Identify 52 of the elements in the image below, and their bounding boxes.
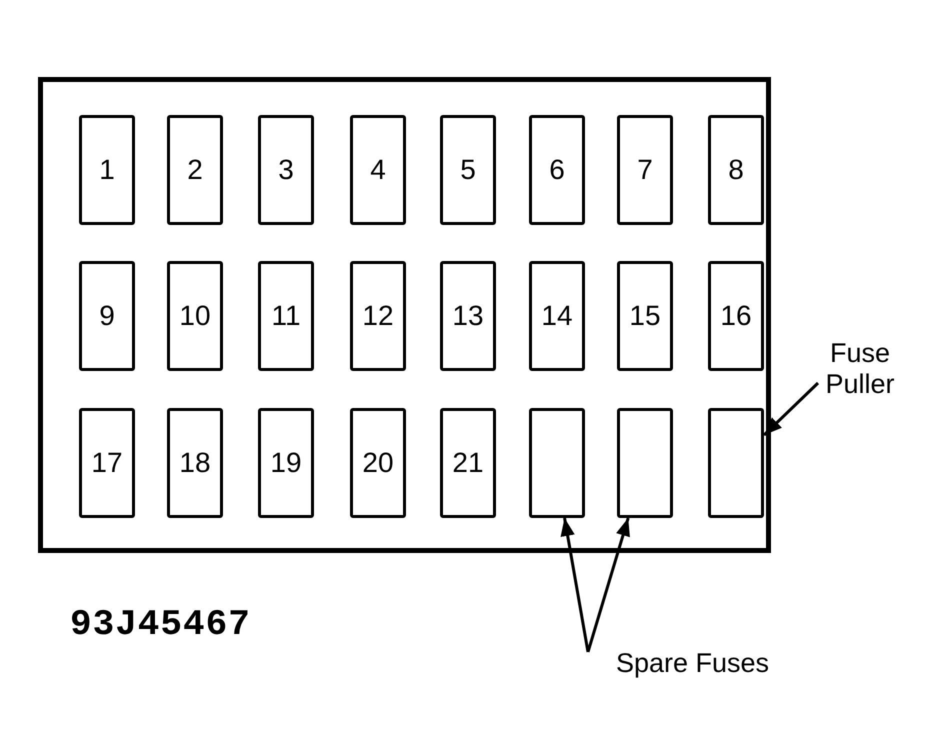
leader-arrow (762, 382, 820, 436)
spare-fuse (708, 408, 764, 518)
fuse (617, 115, 673, 225)
callout-label: Fuse Puller (824, 338, 896, 400)
fuse-number: 7 (637, 156, 653, 184)
leader-arrow (586, 518, 630, 652)
fuse-number: 14 (541, 302, 573, 330)
fuse-number: 8 (728, 156, 744, 184)
leader-arrow (560, 518, 590, 652)
fuse (258, 115, 314, 225)
fuse-panel (38, 77, 771, 553)
fuse-number: 5 (460, 156, 476, 184)
fuse-number: 11 (271, 302, 301, 330)
figure-code: 93J45467 (70, 604, 251, 645)
fuse (440, 115, 496, 225)
fuse-number: 19 (270, 449, 302, 477)
fuse-number: 18 (179, 449, 211, 477)
fuse (350, 115, 406, 225)
fuse (529, 115, 585, 225)
fuse-number: 21 (452, 449, 484, 477)
fuse (79, 408, 135, 518)
fuse (440, 408, 496, 518)
fuse (529, 261, 585, 371)
fuse-number: 6 (549, 156, 565, 184)
fuse (79, 261, 135, 371)
spare-fuse (617, 408, 673, 518)
fuse-number: 3 (278, 156, 294, 184)
fuse-number: 1 (99, 156, 115, 184)
fuse (440, 261, 496, 371)
fuse (708, 261, 764, 371)
fuse-number: 20 (362, 449, 394, 477)
fuse (350, 408, 406, 518)
fuse (258, 408, 314, 518)
callout-label: Spare Fuses (616, 648, 770, 680)
fuse-number: 13 (452, 302, 484, 330)
fuse-number: 2 (187, 156, 203, 184)
fuse (350, 261, 406, 371)
fuse-number: 9 (99, 302, 115, 330)
fuse-number: 15 (629, 302, 661, 330)
spare-fuse (529, 408, 585, 518)
fuse (79, 115, 135, 225)
fuse-number: 10 (179, 302, 211, 330)
fuse (617, 261, 673, 371)
fuse-number: 16 (720, 302, 752, 330)
fuse-number: 17 (91, 449, 123, 477)
fuse (708, 115, 764, 225)
fuse-number: 12 (362, 302, 394, 330)
fuse-number: 4 (370, 156, 386, 184)
fuse (167, 408, 223, 518)
fuse (258, 261, 314, 371)
fuse (167, 115, 223, 225)
fuse (167, 261, 223, 371)
